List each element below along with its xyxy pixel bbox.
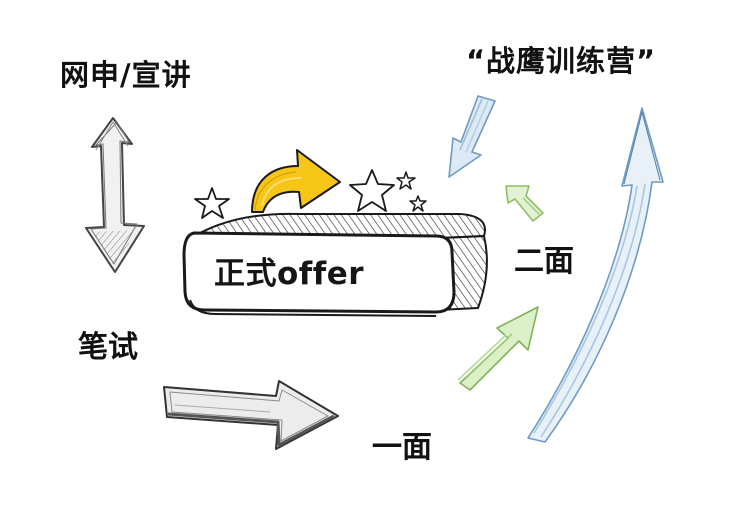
second-offer-arrow — [505, 185, 544, 222]
star-icon — [396, 171, 416, 190]
second-interview-label: 二面 — [514, 244, 574, 279]
offer-block — [182, 212, 488, 317]
written-test-label: 笔试 — [78, 330, 138, 365]
camp-label: “战鹰训练营” — [466, 44, 657, 78]
exam-first-arrow — [163, 380, 339, 450]
first-second-arrow — [457, 306, 539, 391]
first-interview-label: 一面 — [372, 430, 432, 465]
apply-exam-arrow — [85, 117, 145, 273]
apply-label: 网申/宣讲 — [60, 58, 192, 92]
offer-label: 正式offer — [214, 256, 365, 292]
curved-arrow-icon — [251, 149, 341, 213]
star-icon — [349, 169, 395, 212]
first-camp-arrow — [527, 107, 664, 443]
star-icon — [409, 195, 427, 212]
camp-offer-arrow — [448, 95, 496, 178]
star-icon — [194, 187, 230, 219]
